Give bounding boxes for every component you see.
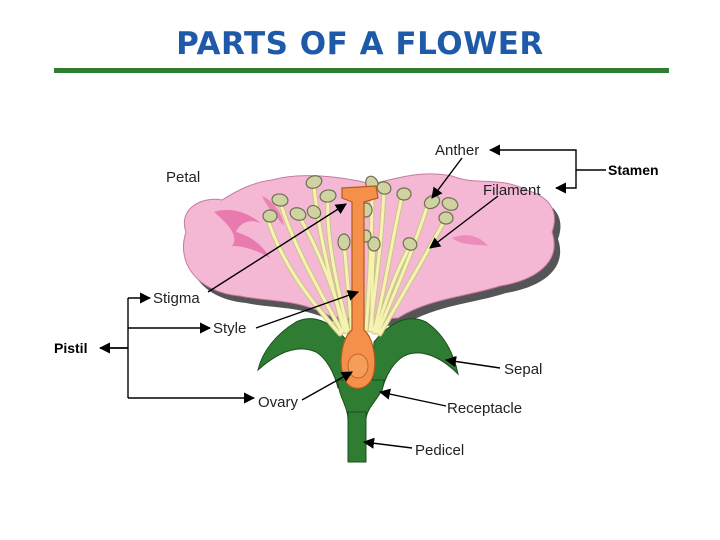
title-underline — [54, 68, 669, 73]
petal-vein — [452, 235, 488, 246]
label-receptacle: Receptacle — [447, 400, 522, 417]
label-stamen: Stamen — [608, 162, 659, 178]
label-pedicel: Pedicel — [415, 442, 464, 459]
label-stigma: Stigma — [153, 290, 200, 307]
petal-vein — [214, 209, 270, 258]
sepal-right — [371, 318, 459, 391]
label-sepal: Sepal — [504, 361, 542, 378]
label-filament: Filament — [483, 182, 541, 199]
ovary — [347, 353, 369, 379]
label-petal: Petal — [166, 169, 200, 186]
label-anther: Anther — [435, 142, 479, 159]
filaments-fill — [266, 184, 448, 336]
pistil — [340, 185, 379, 389]
label-style: Style — [213, 320, 246, 337]
label-pistil: Pistil — [54, 340, 87, 356]
page-title: PARTS OF A FLOWER — [176, 26, 544, 62]
pedicel — [347, 411, 367, 463]
label-ovary: Ovary — [258, 394, 299, 411]
leader-lines — [98, 144, 606, 449]
sepal-left — [257, 318, 351, 389]
